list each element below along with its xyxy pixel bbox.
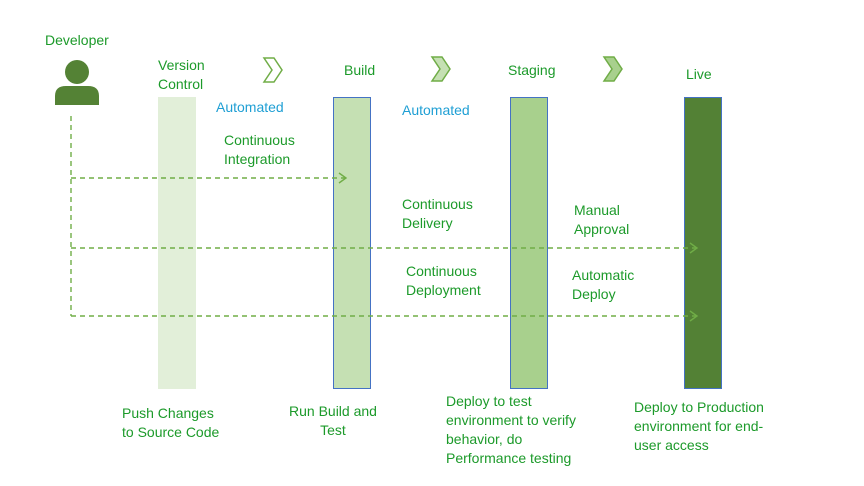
stage-column-version-control <box>158 97 196 389</box>
arrowhead-icon <box>689 242 699 254</box>
arrowhead-icon <box>338 172 348 184</box>
caption-version-control: Push Changes to Source Code <box>122 405 220 440</box>
flow-label-continuous-delivery: Continuous Delivery <box>402 196 473 231</box>
caption-live: Deploy to Production environment for end… <box>634 399 764 453</box>
stage-title-build: Build <box>344 62 376 78</box>
stage-column-build <box>333 97 371 389</box>
flow-label-continuous-integration: Continuous Integration <box>224 132 295 167</box>
caption-staging: Deploy to test environment to verify beh… <box>446 393 576 466</box>
flow-label-manual-approval: Manual Approval <box>574 202 630 237</box>
flow-label-continuous-deployment: Continuous Deployment <box>406 263 481 298</box>
chevron-right-icon <box>262 57 283 83</box>
stage-title-staging: Staging <box>508 62 556 78</box>
caption-build: Run Build and Test <box>289 403 377 438</box>
stage-title-version-control: Version Control <box>158 57 205 92</box>
developer-icon <box>55 60 99 105</box>
developer-label: Developer <box>45 32 109 48</box>
chevron-right-icon <box>602 56 623 82</box>
chevron-right-icon <box>430 56 451 82</box>
arrowhead-icon <box>689 310 699 322</box>
automated-label: Automated <box>402 102 470 118</box>
stage-column-staging <box>510 97 548 389</box>
automated-label: Automated <box>216 99 284 115</box>
stage-title-live: Live <box>686 66 712 82</box>
flow-label-automatic-deploy: Automatic Deploy <box>572 267 635 302</box>
